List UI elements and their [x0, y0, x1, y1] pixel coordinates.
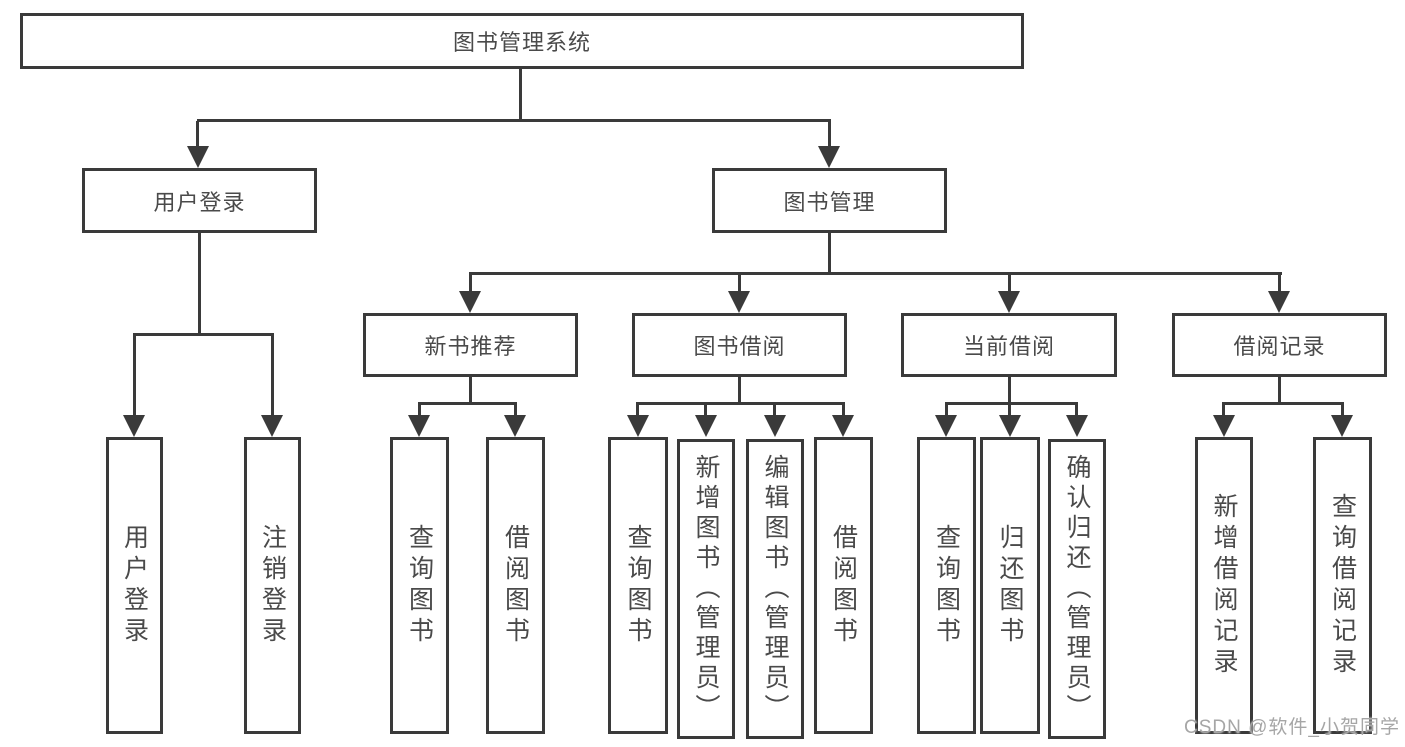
connector-arrow-icon [695, 415, 717, 437]
connector-line [1278, 377, 1281, 402]
leaf-return-books: 归还图书 [980, 437, 1040, 734]
connector-line [271, 335, 274, 417]
connector-line [704, 404, 707, 417]
leaf-user-login: 用户登录 [106, 437, 163, 734]
connector-line [636, 402, 845, 405]
leaf-label: 编辑图书（管理员） [761, 454, 789, 724]
connector-arrow-icon [1066, 415, 1088, 437]
connector-arrow-icon [764, 415, 786, 437]
node-library-management-system: 图书管理系统 [20, 13, 1024, 69]
leaf-query-books-recommend: 查询图书 [390, 437, 449, 734]
connector-line [519, 69, 522, 122]
connector-arrow-icon [1331, 415, 1353, 437]
leaf-confirm-return-admin: 确认归还（管理员） [1048, 439, 1106, 739]
connector-line [1278, 274, 1281, 293]
leaf-edit-book-admin: 编辑图书（管理员） [746, 439, 804, 739]
connector-arrow-icon [627, 415, 649, 437]
leaf-label: 注销登录 [258, 523, 287, 648]
connector-line [418, 402, 517, 405]
connector-line [636, 404, 639, 417]
leaf-label: 查询图书 [624, 523, 652, 648]
connector-line [738, 377, 741, 402]
csdn-watermark: CSDN @软件_小贺同学 [1184, 717, 1400, 738]
node-book-borrowing: 图书借阅 [632, 313, 847, 377]
connector-line [196, 121, 199, 150]
leaf-logout: 注销登录 [244, 437, 301, 734]
connector-arrow-icon [1213, 415, 1235, 437]
connector-line [1075, 404, 1078, 417]
leaf-label: 借阅图书 [501, 523, 530, 648]
connector-line [1008, 274, 1011, 293]
connector-arrow-icon [935, 415, 957, 437]
connector-line [1008, 377, 1011, 402]
connector-arrow-icon [187, 146, 209, 168]
node-new-book-recommend: 新书推荐 [363, 313, 578, 377]
leaf-query-borrow-record: 查询借阅记录 [1313, 437, 1372, 734]
connector-line [945, 402, 1078, 405]
leaf-label: 查询图书 [405, 523, 434, 648]
connector-arrow-icon [1268, 291, 1290, 313]
connector-arrow-icon [261, 415, 283, 437]
leaf-borrow-books: 借阅图书 [814, 437, 873, 734]
node-current-borrowing: 当前借阅 [901, 313, 1117, 377]
leaf-label: 用户登录 [120, 523, 149, 648]
connector-line [1222, 402, 1344, 405]
connector-line [198, 233, 201, 335]
connector-line [133, 335, 136, 417]
connector-line [828, 121, 831, 150]
connector-arrow-icon [504, 415, 526, 437]
leaf-label: 确认归还（管理员） [1063, 454, 1091, 724]
connector-line [418, 404, 421, 417]
node-book-management: 图书管理 [712, 168, 947, 233]
connector-line [1341, 404, 1344, 417]
leaf-label: 查询图书 [932, 523, 961, 648]
connector-line [197, 119, 831, 122]
connector-line [738, 274, 741, 293]
node-borrowing-records: 借阅记录 [1172, 313, 1387, 377]
connector-arrow-icon [832, 415, 854, 437]
leaf-label: 借阅图书 [829, 523, 858, 648]
connector-line [469, 272, 1282, 275]
connector-arrow-icon [728, 291, 750, 313]
leaf-query-books-borrow: 查询图书 [608, 437, 668, 734]
connector-line [945, 404, 948, 417]
connector-line [469, 274, 472, 293]
connector-line [133, 333, 274, 336]
connector-line [828, 233, 831, 274]
leaf-label: 新增借阅记录 [1210, 492, 1238, 679]
leaf-label: 新增图书（管理员） [692, 454, 720, 724]
leaf-query-books-current: 查询图书 [917, 437, 976, 734]
connector-arrow-icon [123, 415, 145, 437]
connector-line [1222, 404, 1225, 417]
connector-arrow-icon [459, 291, 481, 313]
leaf-borrow-books-recommend: 借阅图书 [486, 437, 545, 734]
connector-line [514, 404, 517, 417]
connector-line [469, 377, 472, 402]
leaf-add-borrow-record: 新增借阅记录 [1195, 437, 1253, 734]
connector-line [1008, 404, 1011, 417]
connector-arrow-icon [998, 291, 1020, 313]
connector-line [842, 404, 845, 417]
leaf-add-book-admin: 新增图书（管理员） [677, 439, 735, 739]
connector-arrow-icon [408, 415, 430, 437]
connector-line [773, 404, 776, 417]
leaf-label: 查询借阅记录 [1328, 492, 1357, 679]
leaf-label: 归还图书 [996, 523, 1024, 648]
connector-arrow-icon [818, 146, 840, 168]
connector-arrow-icon [999, 415, 1021, 437]
node-user-login: 用户登录 [82, 168, 317, 233]
